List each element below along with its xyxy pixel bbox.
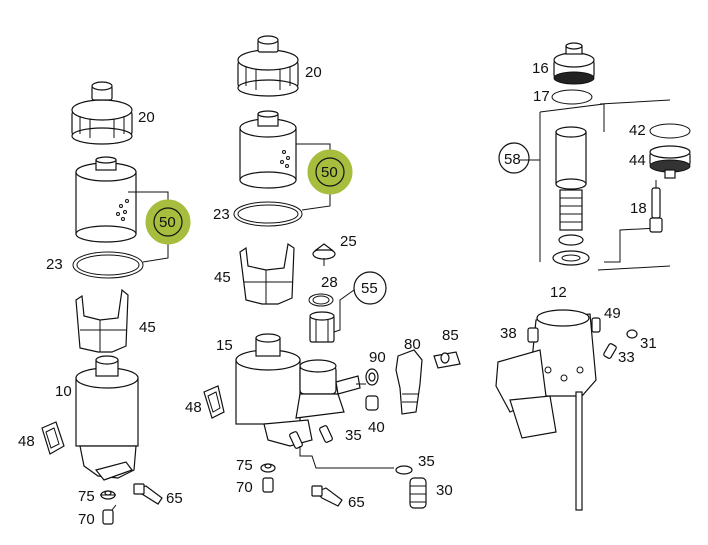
right-assembly — [495, 42, 691, 511]
label-left-20: 20 — [138, 109, 155, 126]
label-middle-23: 23 — [213, 206, 230, 223]
label-right-58: 58 — [504, 151, 521, 168]
right-bracket-lines — [520, 99, 671, 271]
right-small-parts — [527, 317, 638, 359]
label-middle-28: 28 — [321, 274, 338, 291]
left-filter-element — [75, 156, 137, 243]
left-support-basket — [75, 288, 129, 353]
label-left-75: 75 — [78, 488, 95, 505]
left-gasket — [41, 421, 65, 455]
label-right-49: 49 — [604, 305, 621, 322]
middle-gasket — [203, 385, 225, 419]
label-middle-48: 48 — [185, 399, 202, 416]
label-right-18: 18 — [630, 200, 647, 217]
middle-fasteners — [260, 463, 343, 507]
right-main-module — [495, 309, 597, 511]
right-cap-44 — [649, 145, 691, 179]
middle-assembly — [203, 35, 461, 509]
middle-seal-ring — [308, 293, 334, 307]
label-middle-45: 45 — [214, 269, 231, 286]
label-left-65: 65 — [166, 490, 183, 507]
left-filter-cap — [71, 81, 133, 145]
right-callout-58-circle — [498, 142, 530, 174]
left-callout-50-highlight[interactable] — [145, 199, 191, 245]
label-middle-80: 80 — [404, 336, 421, 353]
right-sensor-18 — [649, 180, 663, 233]
middle-support-basket — [239, 242, 295, 305]
label-left-10: 10 — [55, 383, 72, 400]
label-right-31: 31 — [640, 335, 657, 352]
label-right-44: 44 — [629, 152, 646, 169]
left-assembly — [41, 81, 191, 525]
middle-connectors — [289, 349, 461, 509]
label-middle-55: 55 — [361, 280, 378, 297]
label-middle-50: 50 — [321, 164, 338, 181]
right-seal-ring-42 — [649, 123, 691, 139]
right-filter-stack — [552, 126, 590, 266]
label-right-16: 16 — [532, 60, 549, 77]
label-middle-15: 15 — [216, 337, 233, 354]
callout-labels: 20 50 23 45 10 48 75 65 70 20 50 23 25 4… — [18, 60, 657, 528]
label-middle-30: 30 — [436, 482, 453, 499]
label-middle-85: 85 — [442, 327, 459, 344]
label-left-50: 50 — [159, 214, 176, 231]
left-o-ring — [72, 251, 144, 279]
label-left-23: 23 — [46, 256, 63, 273]
label-middle-90: 90 — [369, 349, 386, 366]
label-right-33: 33 — [618, 349, 635, 366]
middle-valve-insert — [309, 311, 335, 343]
middle-drain-valve — [312, 243, 336, 266]
middle-o-ring — [233, 201, 303, 227]
label-middle-70: 70 — [236, 479, 253, 496]
left-filter-housing — [75, 355, 139, 481]
label-right-38: 38 — [500, 325, 517, 342]
left-fasteners — [100, 483, 163, 525]
label-right-12: 12 — [550, 284, 567, 301]
label-middle-35b: 35 — [418, 453, 435, 470]
label-left-45: 45 — [139, 319, 156, 336]
label-middle-75: 75 — [236, 457, 253, 474]
label-middle-20: 20 — [305, 64, 322, 81]
label-right-42: 42 — [629, 122, 646, 139]
label-middle-65: 65 — [348, 494, 365, 511]
middle-callout-55-circle — [353, 271, 387, 305]
right-o-ring — [551, 89, 593, 105]
middle-filter-element — [239, 110, 297, 189]
label-right-17: 17 — [533, 88, 550, 105]
right-cap — [553, 42, 595, 85]
label-left-70: 70 — [78, 511, 95, 528]
label-middle-40: 40 — [368, 419, 385, 436]
label-middle-35a: 35 — [345, 427, 362, 444]
middle-filter-cap — [237, 35, 299, 97]
middle-callout-50-highlight[interactable] — [307, 149, 353, 195]
label-left-48: 48 — [18, 433, 35, 450]
middle-main-housing — [235, 333, 361, 447]
label-middle-25: 25 — [340, 233, 357, 250]
